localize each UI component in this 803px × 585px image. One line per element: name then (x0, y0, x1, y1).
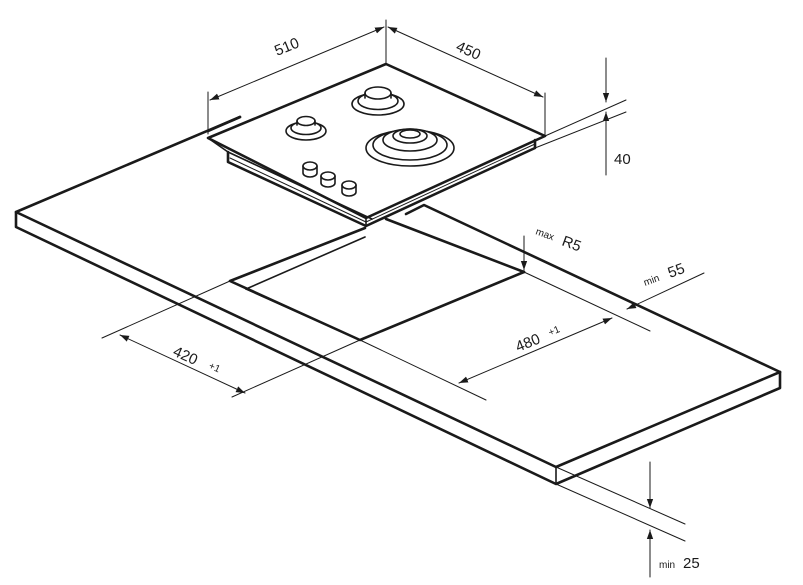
burner-left (285, 115, 327, 141)
rear-clearance-label: 55 (666, 260, 687, 282)
hob-height-label: 40 (614, 151, 631, 168)
dim-rear-clearance: min 55 (523, 260, 705, 332)
knob (302, 161, 318, 178)
corner-radius-label: R5 (560, 233, 584, 256)
hob-depth-label: 450 (453, 38, 483, 64)
hob-width-label: 510 (272, 35, 302, 60)
cutout-depth-label: 420 (170, 343, 200, 369)
dim-cutout-width: 480 +1 (359, 317, 613, 401)
corner-radius-prefix: max (534, 226, 556, 243)
knob (320, 171, 336, 188)
dim-hob-height: 40 (534, 57, 631, 176)
cutout-width-label: 480 (513, 331, 543, 356)
dim-worktop-thickness: min 25 (555, 461, 700, 578)
worktop-thickness-prefix: min (659, 560, 675, 571)
dim-cutout-depth: 420 +1 (101, 280, 361, 398)
burner-wok (365, 128, 455, 167)
cutout-width-tolerance: +1 (547, 324, 562, 339)
rear-clearance-prefix: min (642, 273, 661, 289)
cutout-depth-tolerance: +1 (207, 361, 222, 376)
knobs (302, 161, 357, 197)
dim-corner-radius: max R5 (520, 226, 584, 271)
knob (341, 180, 357, 197)
cutout (228, 217, 526, 342)
worktop-thickness-label: 25 (683, 555, 700, 572)
